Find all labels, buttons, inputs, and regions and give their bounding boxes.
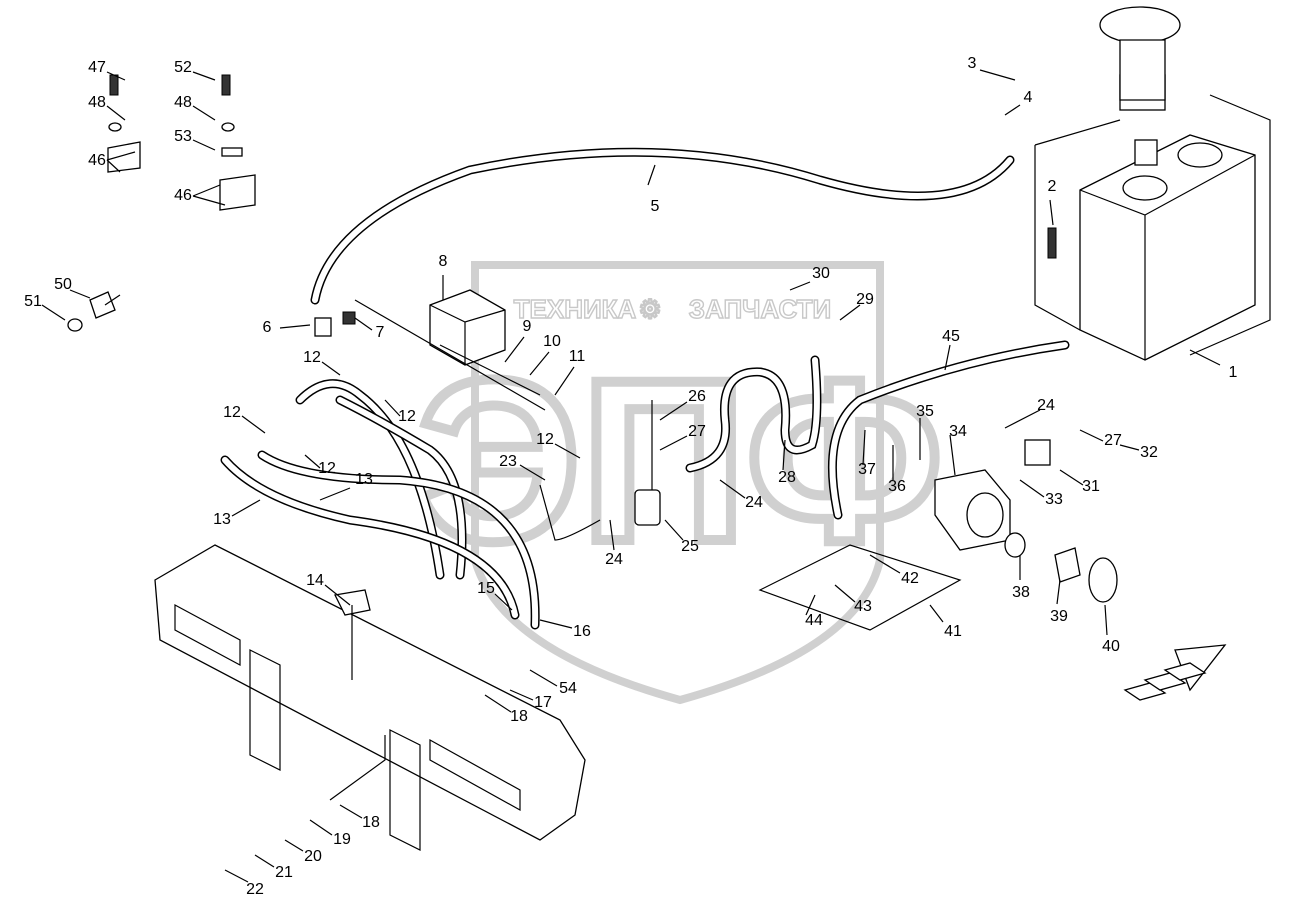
part-label: 46 [174, 187, 192, 204]
part-label: 45 [942, 328, 960, 345]
part-label: 44 [805, 612, 823, 629]
part-label: 18 [362, 814, 380, 831]
part-label: 15 [477, 580, 495, 597]
part-label: 18 [510, 708, 528, 725]
watermark-left-text: ТЕХНИКА [514, 294, 637, 324]
part-label: 9 [523, 318, 532, 335]
part-label: 32 [1140, 444, 1158, 461]
clamp-hardware [67, 74, 256, 332]
part-label: 39 [1050, 608, 1068, 625]
part-label: 40 [1102, 638, 1120, 655]
part-label: 12 [303, 349, 321, 366]
part-label: 24 [745, 494, 763, 511]
valve-block [314, 289, 546, 411]
part-label: 29 [856, 291, 874, 308]
part-label: 20 [304, 848, 322, 865]
part-label: 10 [543, 333, 561, 350]
part-label: 48 [174, 94, 192, 111]
watermark: ТЕХНИКА ⚙ ЗАПЧАСТИ ЭПФ [412, 261, 948, 705]
part-label: 31 [1082, 478, 1100, 495]
part-label: 38 [1012, 584, 1030, 601]
part-label: 5 [651, 198, 660, 215]
part-label: 6 [263, 319, 272, 336]
part-label: 4 [1024, 89, 1033, 106]
part-label: 13 [355, 471, 373, 488]
part-label: 16 [573, 623, 591, 640]
part-label: 26 [688, 388, 706, 405]
frame-beam [154, 544, 586, 851]
part-label: 51 [24, 293, 42, 310]
part-label: 28 [778, 469, 796, 486]
part-label: 27 [1104, 432, 1122, 449]
part-label: 1 [1229, 364, 1238, 381]
hydraulic-tank [1034, 6, 1271, 361]
part-label: 43 [854, 598, 872, 615]
part-label: 54 [559, 680, 577, 697]
part-label: 36 [888, 478, 906, 495]
part-label: 33 [1045, 491, 1063, 508]
part-label: 12 [536, 431, 554, 448]
part-label: 17 [534, 694, 552, 711]
part-label: 12 [398, 408, 416, 425]
part-label: 27 [688, 423, 706, 440]
part-label: 47 [88, 59, 106, 76]
part-label: 41 [944, 623, 962, 640]
part-label: 14 [306, 572, 324, 589]
watermark-right-text: ЗАПЧАСТИ [689, 294, 832, 324]
filter [634, 400, 661, 526]
part-label: 34 [949, 423, 967, 440]
leader-lines [41, 69, 1221, 883]
part-label: 8 [439, 253, 448, 270]
part-label: 2 [1048, 178, 1057, 195]
part-label: 12 [223, 404, 241, 421]
part-label: 35 [916, 403, 934, 420]
part-label: 53 [174, 128, 192, 145]
part-label: 11 [569, 348, 586, 365]
part-label: 48 [88, 94, 106, 111]
part-label: 42 [901, 570, 919, 587]
pump-assembly [758, 439, 1227, 701]
part-label: 13 [213, 511, 231, 528]
part-label: 30 [812, 265, 830, 282]
hoses [220, 147, 1070, 630]
part-label: 24 [1037, 397, 1055, 414]
part-label: 19 [333, 831, 351, 848]
watermark-logo: ЭПФ [417, 332, 942, 589]
part-label: 52 [174, 59, 192, 76]
part-label: 46 [88, 152, 106, 169]
part-label: 37 [858, 461, 876, 478]
part-label: 25 [681, 538, 699, 555]
part-label: 50 [54, 276, 72, 293]
part-label: 23 [499, 453, 517, 470]
gear-icon: ⚙ [638, 294, 661, 324]
part-label: 7 [376, 324, 385, 341]
part-labels: 47 48 46 52 48 53 46 50 51 8 6 7 9 10 11… [24, 55, 1237, 898]
part-label: 21 [275, 864, 293, 881]
part-label: 22 [246, 881, 264, 898]
part-label: 24 [605, 551, 623, 568]
part-label: 3 [968, 55, 977, 72]
part-label: 12 [318, 460, 336, 477]
